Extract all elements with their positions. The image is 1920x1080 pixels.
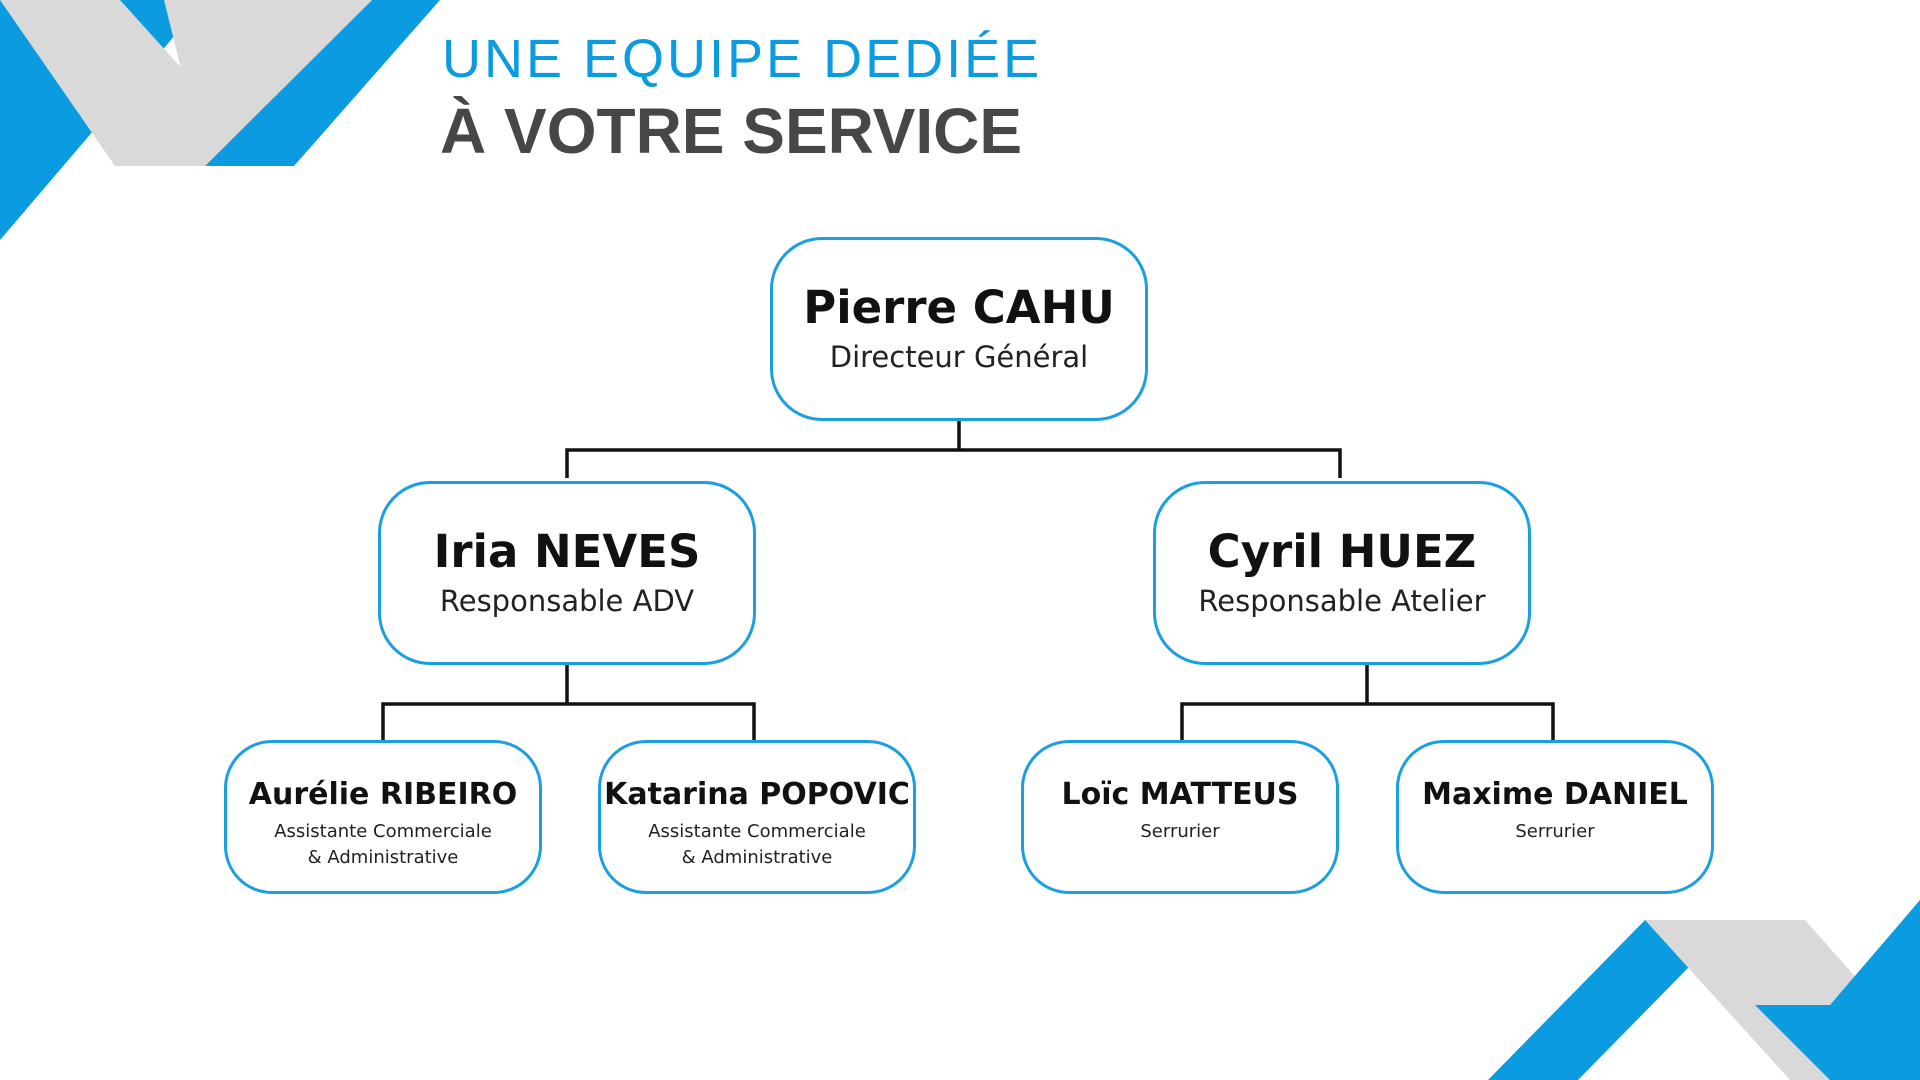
manager-name: Cyril HUEZ [1207, 525, 1477, 579]
connector-manager-1-branch [381, 702, 756, 740]
staff-box: Maxime DANIEL Serrurier [1396, 740, 1714, 894]
staff-name: Aurélie RIBEIRO [248, 777, 518, 812]
staff-box: Loïc MATTEUS Serrurier [1021, 740, 1339, 894]
title-line-1: UNE EQUIPE DEDIÉE [442, 29, 1043, 89]
director-name: Pierre CAHU [803, 281, 1115, 335]
staff-role: Assistante Commerciale & Administrative [648, 819, 866, 871]
staff-role-line-2: & Administrative [307, 847, 459, 869]
staff-role-line-1: Assistante Commerciale [648, 821, 866, 842]
manager-role: Responsable Atelier [1198, 584, 1486, 619]
director-role: Directeur Général [829, 340, 1089, 375]
staff-role-line-1: Serrurier [1140, 821, 1220, 842]
bottom-right-blue-band [1488, 920, 1735, 1080]
connector-director-branch [565, 448, 1342, 478]
top-left-gray-strip [164, 0, 372, 166]
staff-role-line-2: & Administrative [681, 847, 833, 869]
staff-role-line-1: Assistante Commerciale [274, 821, 492, 842]
manager-name: Iria NEVES [433, 525, 701, 579]
top-left-blue-band [205, 0, 440, 166]
staff-box: Aurélie RIBEIRO Assistante Commerciale &… [224, 740, 542, 894]
staff-role-line-1: Serrurier [1515, 821, 1595, 842]
title-line-2: À VOTRE SERVICE [440, 95, 1023, 167]
staff-role: Serrurier [1515, 819, 1594, 845]
director-box: Pierre CAHU Directeur Général [770, 237, 1148, 421]
staff-name: Katarina POPOVIC [604, 777, 910, 812]
staff-name: Loïc MATTEUS [1061, 777, 1299, 812]
staff-role: Assistante Commerciale & Administrative [274, 819, 492, 871]
staff-role: Serrurier [1140, 819, 1219, 845]
staff-name: Maxime DANIEL [1422, 777, 1688, 812]
manager-role: Responsable ADV [439, 584, 695, 619]
manager-box-adv: Iria NEVES Responsable ADV [378, 481, 756, 665]
manager-box-atelier: Cyril HUEZ Responsable Atelier [1153, 481, 1531, 665]
connector-manager-2-branch [1180, 702, 1555, 740]
staff-box: Katarina POPOVIC Assistante Commerciale … [598, 740, 916, 894]
bottom-right-blue-triangle [1755, 845, 1920, 1080]
